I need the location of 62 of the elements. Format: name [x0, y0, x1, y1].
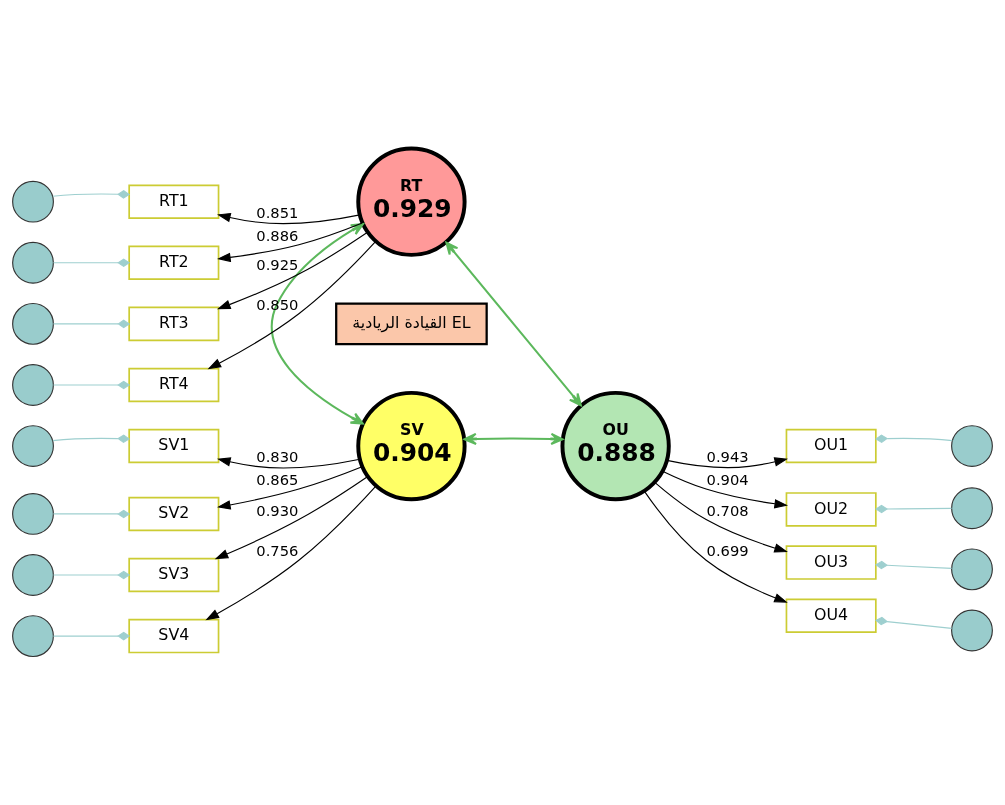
connector [52, 631, 131, 641]
arrow [217, 231, 369, 310]
node-box: OU4 [785, 598, 877, 633]
arrow [214, 476, 368, 560]
connector [875, 434, 953, 444]
node-circle [12, 302, 54, 345]
node-circle [12, 554, 54, 596]
connector [52, 319, 131, 329]
node-box: RT4 [128, 367, 220, 403]
node-circle: SV 0.904 [356, 390, 467, 502]
node-box: RT1 [128, 184, 220, 219]
node-box: SV3 [128, 557, 220, 593]
edge-label: 0.708 [706, 501, 749, 519]
node-circle [951, 548, 993, 591]
node-circle [12, 615, 54, 658]
connector [875, 504, 953, 514]
arrow [217, 457, 361, 469]
connector [875, 560, 953, 570]
edge-label: 0.756 [256, 542, 299, 560]
connector [875, 616, 953, 629]
node-circle [951, 487, 993, 530]
node-box: OU2 [785, 492, 877, 527]
arrow [207, 241, 377, 370]
arrow [463, 432, 564, 446]
node-circle [12, 241, 54, 284]
connector [52, 434, 131, 444]
connector [52, 380, 131, 390]
node-box: القيادة الريادية EL [335, 302, 488, 346]
edge-label: 0.865 [256, 470, 299, 488]
connector [52, 570, 131, 580]
node-box: SV2 [128, 496, 220, 532]
edge-label: 0.904 [706, 470, 749, 488]
arrow [445, 241, 582, 407]
edge-label: 0.930 [256, 501, 299, 519]
node-circle [12, 493, 54, 535]
node-circle [12, 425, 54, 467]
node-circle [12, 364, 54, 406]
arrow [662, 470, 788, 509]
arrow [217, 212, 361, 225]
connector [52, 190, 131, 199]
node-box: SV4 [128, 618, 220, 654]
arrow [666, 457, 788, 469]
node-circle [951, 609, 993, 652]
node-box: SV1 [128, 428, 220, 464]
edge-label: 0.830 [256, 448, 299, 466]
arrow [205, 485, 377, 621]
arrow [217, 466, 363, 510]
node-box: RT2 [128, 245, 220, 281]
edge-label: 0.886 [256, 226, 299, 244]
arrow [654, 482, 788, 553]
edge-label: 0.851 [256, 203, 299, 221]
edge-label: 0.943 [706, 448, 749, 466]
connector [52, 509, 131, 519]
edge-label: 0.699 [706, 542, 749, 560]
connector [52, 258, 131, 268]
node-box: OU1 [785, 428, 877, 464]
node-circle [951, 425, 993, 467]
arrow [643, 490, 788, 603]
node-box: OU3 [785, 545, 877, 580]
node-circle [12, 180, 54, 223]
edge-label: 0.925 [256, 256, 299, 274]
node-box: RT3 [128, 306, 220, 342]
